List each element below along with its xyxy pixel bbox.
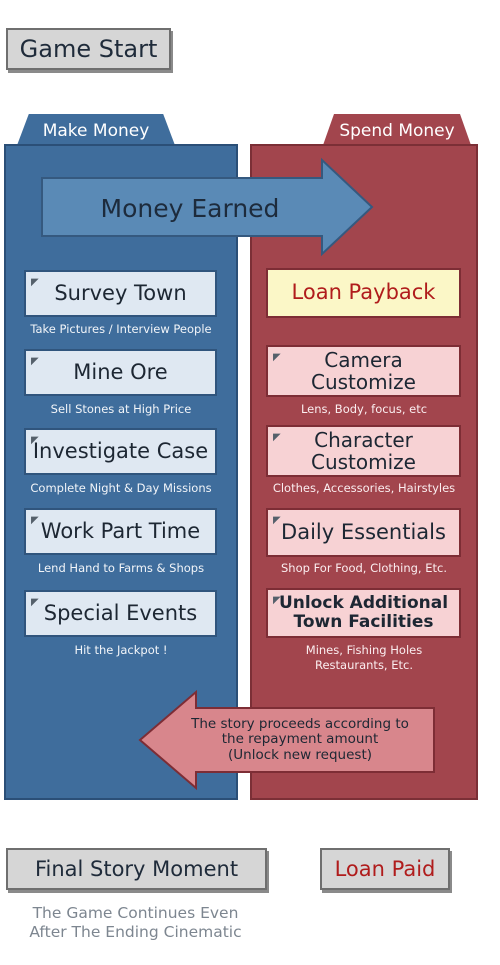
game-start-box: Game Start [6, 28, 171, 70]
final-story-label: Final Story Moment [34, 857, 239, 881]
unlock-facilities-caption-line-2: Restaurants, Etc. [314, 657, 413, 672]
loan-payback-label: Loan Payback [291, 280, 436, 305]
investigate-case-card: ◤ Investigate Case [24, 428, 217, 475]
continue-note-line-1: The Game Continues Even [32, 903, 239, 922]
daily-essentials-label: Daily Essentials [281, 519, 446, 544]
spend-money-tab: Spend Money [322, 114, 472, 148]
card-corner-mark: ◤ [31, 435, 39, 446]
spend-money-label: Spend Money [339, 121, 455, 141]
character-customize-line-1: Character [314, 428, 413, 452]
story-line-2: the repayment amount [221, 731, 379, 748]
unlock-facilities-line-1: Unlock Additional [278, 593, 449, 614]
card-corner-mark: ◤ [273, 432, 281, 443]
money-earned-label: Money Earned [100, 193, 280, 223]
work-part-time-label: Work Part Time [40, 518, 201, 543]
story-arrow [138, 689, 435, 791]
survey-town-label: Survey Town [54, 280, 187, 305]
daily-essentials-caption: Shop For Food, Clothing, Etc. [281, 561, 447, 575]
story-line-3: (Unlock new request) [227, 746, 373, 763]
story-text-box: The story proceeds according to the repa… [165, 710, 435, 770]
survey-town-card: ◤ Survey Town [24, 270, 217, 317]
investigate-case-caption: Complete Night & Day Missions [30, 481, 212, 495]
work-part-time-card: ◤ Work Part Time [24, 508, 217, 555]
daily-essentials-card: ◤ Daily Essentials [266, 508, 461, 557]
work-part-time-caption: Lend Hand to Farms & Shops [37, 561, 205, 575]
special-events-card: ◤ Special Events [24, 590, 217, 637]
special-events-caption: Hit the Jackpot ! [74, 643, 168, 657]
money-earned-text-box: Money Earned [60, 188, 320, 228]
final-story-box: Final Story Moment [6, 848, 267, 890]
survey-town-caption: Take Pictures / Interview People [30, 322, 212, 336]
card-corner-mark: ◤ [31, 515, 39, 526]
mine-ore-label: Mine Ore [73, 359, 168, 384]
card-corner-mark: ◤ [273, 352, 281, 363]
character-customize-caption: Clothes, Accessories, Hairstyles [272, 481, 456, 495]
make-money-label: Make Money [42, 121, 150, 141]
card-corner-mark: ◤ [273, 595, 281, 606]
mine-ore-card: ◤ Mine Ore [24, 349, 217, 396]
investigate-case-label: Investigate Case [32, 438, 209, 463]
unlock-facilities-caption-line-1: Mines, Fishing Holes [305, 643, 423, 657]
story-line-1: The story proceeds according to [191, 715, 409, 732]
make-money-tab: Make Money [16, 114, 176, 148]
camera-customize-line-1: Camera [324, 348, 403, 372]
card-corner-mark: ◤ [31, 597, 39, 608]
loan-payback-card: Loan Payback [266, 268, 461, 318]
game-start-label: Game Start [19, 35, 158, 63]
unlock-facilities-card: ◤ Unlock Additional Town Facilities [266, 588, 461, 638]
continue-note-line-2: After The Ending Cinematic [29, 923, 242, 941]
money-earned-arrow [41, 157, 374, 257]
card-corner-mark: ◤ [31, 277, 39, 288]
camera-customize-caption: Lens, Body, focus, etc [300, 402, 428, 416]
special-events-label: Special Events [43, 600, 198, 625]
loan-paid-label: Loan Paid [334, 857, 436, 881]
loan-paid-box: Loan Paid [320, 848, 450, 890]
mine-ore-caption: Sell Stones at High Price [50, 402, 192, 416]
unlock-facilities-line-2: Town Facilities [293, 612, 434, 632]
character-customize-card: ◤ Character Customize [266, 425, 461, 477]
camera-customize-card: ◤ Camera Customize [266, 345, 461, 397]
unlock-facilities-caption: Mines, Fishing Holes Restaurants, Etc. [254, 643, 474, 673]
card-corner-mark: ◤ [31, 356, 39, 367]
continue-note: The Game Continues Even After The Ending… [8, 902, 263, 944]
card-corner-mark: ◤ [273, 515, 281, 526]
character-customize-line-2: Customize [311, 450, 416, 474]
camera-customize-line-2: Customize [311, 370, 416, 394]
